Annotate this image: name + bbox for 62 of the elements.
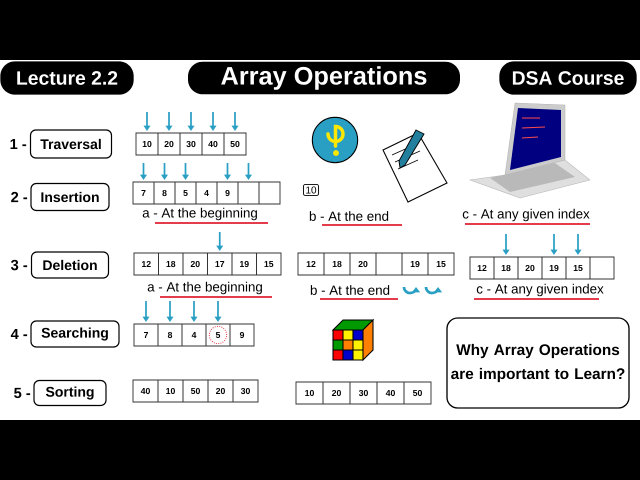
array-cell: 18: [494, 256, 518, 280]
array-cell: 10: [136, 132, 158, 156]
header-pill: DSA Course: [499, 61, 637, 95]
array-cell: 40: [132, 380, 158, 402]
operation-box: Insertion: [30, 182, 110, 212]
array-cell: 12: [298, 252, 324, 276]
array-cell: 7: [134, 324, 158, 346]
array-cell: 20: [182, 252, 208, 276]
array-cell: 20: [158, 132, 180, 156]
array-cell: 12: [134, 252, 159, 276]
array-cell: 8: [154, 182, 176, 204]
array-cell: 20: [322, 382, 350, 404]
step-number: 2 -: [11, 192, 28, 202]
operation-box: Deletion: [30, 251, 110, 279]
caption: b - At the end: [310, 211, 388, 221]
array-cell: 18: [158, 252, 184, 276]
array-cell: 17: [207, 252, 232, 276]
array-cell: 8: [158, 324, 182, 346]
callout-box: Why Array Operations are important to Learn?: [446, 317, 630, 409]
array-cell: 30: [180, 132, 202, 156]
caption: b - At the end: [310, 285, 390, 295]
array-cell: 20: [350, 252, 376, 276]
caption: a - At the beginning: [142, 208, 257, 220]
caption: a - At the beginning: [148, 282, 262, 294]
caption: c - At any given index: [476, 284, 604, 296]
array-cell: 9: [230, 324, 254, 346]
array-cell: 10: [296, 382, 324, 404]
array-cell: 40: [376, 382, 404, 404]
array-cell: 19: [542, 256, 566, 280]
array-cell: 20: [208, 380, 234, 402]
caption: c - At any given index: [462, 208, 590, 222]
header-pill: Lecture 2.2: [0, 61, 134, 95]
array-cell: 10: [158, 380, 184, 402]
array-cell: 50: [404, 382, 432, 404]
value-box: 10: [302, 184, 320, 196]
array-cell: 4: [182, 324, 206, 346]
operation-box: Searching: [30, 320, 120, 348]
array-cell: 9: [216, 182, 238, 204]
step-number: 3 -: [10, 260, 28, 270]
array-cell: 5: [174, 182, 196, 204]
step-number: 4 -: [10, 328, 28, 340]
array-cell: 19: [232, 252, 257, 276]
array-cell: 30: [350, 382, 378, 404]
array-cell: 18: [324, 252, 350, 276]
array-cell: 40: [202, 132, 224, 156]
title: Array Operations: [188, 62, 460, 94]
operation-box: Sorting: [33, 380, 107, 406]
array-cell: 5: [206, 324, 230, 346]
operation-box: Traversal: [30, 129, 112, 159]
array-cell: 19: [402, 252, 428, 276]
step-number: 1 -: [10, 138, 26, 150]
array-cell: 15: [428, 252, 454, 276]
array-cell: 20: [518, 256, 542, 280]
array-cell: 50: [224, 132, 246, 156]
array-cell: 15: [256, 252, 282, 276]
array-cell: 4: [196, 182, 218, 204]
step-number: 5 -: [14, 388, 30, 398]
array-cell: 12: [470, 256, 494, 280]
array-cell: 15: [566, 256, 590, 280]
array-cell: 30: [232, 380, 258, 402]
array-cell: 7: [132, 182, 154, 204]
array-cell: 50: [182, 380, 208, 402]
